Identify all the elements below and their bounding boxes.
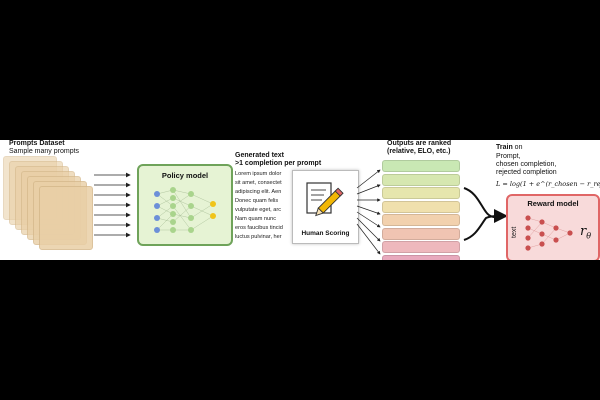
train-item: chosen completion, xyxy=(496,161,557,168)
reward-model-title: Reward model xyxy=(527,199,579,208)
prompts-subtitle: Sample many prompts xyxy=(9,148,80,155)
lorem-line: eros faucibus tincid xyxy=(235,225,283,231)
lorem-line: luctus pulvinar, her xyxy=(235,234,282,240)
train-title: Train xyxy=(496,144,513,151)
ranked-output-bar xyxy=(382,254,460,260)
merge-arrow-icon xyxy=(463,187,508,241)
reward-network-icon xyxy=(525,215,573,251)
reward-output: rθ xyxy=(580,224,591,241)
train-item: rejected completion xyxy=(496,169,557,176)
lorem-line: Nam quam nunc xyxy=(235,216,277,222)
lorem-line: vulputate eget, arc xyxy=(235,207,282,213)
pencil-paper-icon xyxy=(306,182,344,217)
reward-output-symbol: r xyxy=(580,224,587,239)
prompts-title: Prompts Dataset xyxy=(9,140,65,147)
lorem-line: sit amet, consectet xyxy=(235,180,282,186)
reward-model-box: Reward model text rθ xyxy=(506,194,600,260)
reward-input-label: text xyxy=(511,226,518,238)
ranked-output-bar xyxy=(382,227,460,240)
arrows-prompts-to-policy xyxy=(94,172,131,238)
ranked-output-bar xyxy=(382,187,460,199)
human-scoring-label: Human Scoring xyxy=(301,230,350,237)
policy-model-title: Policy model xyxy=(161,171,209,180)
ranked-subtitle: (relative, ELO, etc.) xyxy=(387,148,451,155)
train-heading: Train on xyxy=(496,144,522,152)
train-title-suffix: on xyxy=(512,144,523,151)
ranked-title: Outputs are ranked xyxy=(387,140,452,147)
ranked-output-bar xyxy=(382,200,460,213)
diagram-canvas: Prompts Dataset Sample many prompts Poli… xyxy=(0,140,600,260)
ranked-output-bar xyxy=(382,241,460,253)
train-item: Prompt, xyxy=(496,153,521,160)
prompt-card xyxy=(39,186,93,250)
ranked-output-bar xyxy=(382,160,460,172)
loss-formula: L = log(1 + e^(r_chosen − r_rejected)) xyxy=(496,180,600,188)
generated-title: Generated text xyxy=(235,152,285,159)
lorem-line: Donec quam felis xyxy=(235,198,279,204)
policy-network-icon xyxy=(154,187,216,233)
reward-output-subscript: θ xyxy=(586,231,592,241)
lorem-line: adipiscing elit. Aen xyxy=(235,189,282,195)
lorem-line: Lorem ipsum dolor xyxy=(235,171,282,177)
ranked-output-bar xyxy=(382,173,460,186)
generated-subtitle: >1 completion per prompt xyxy=(235,160,322,167)
generated-text-block: Lorem ipsum dolor sit amet, consectet ad… xyxy=(235,170,293,242)
policy-model-box: Policy model xyxy=(137,164,233,246)
arrows-scoring-to-ranks xyxy=(356,169,381,255)
human-scoring-card: Human Scoring xyxy=(292,170,359,244)
ranked-output-bar xyxy=(382,214,460,226)
